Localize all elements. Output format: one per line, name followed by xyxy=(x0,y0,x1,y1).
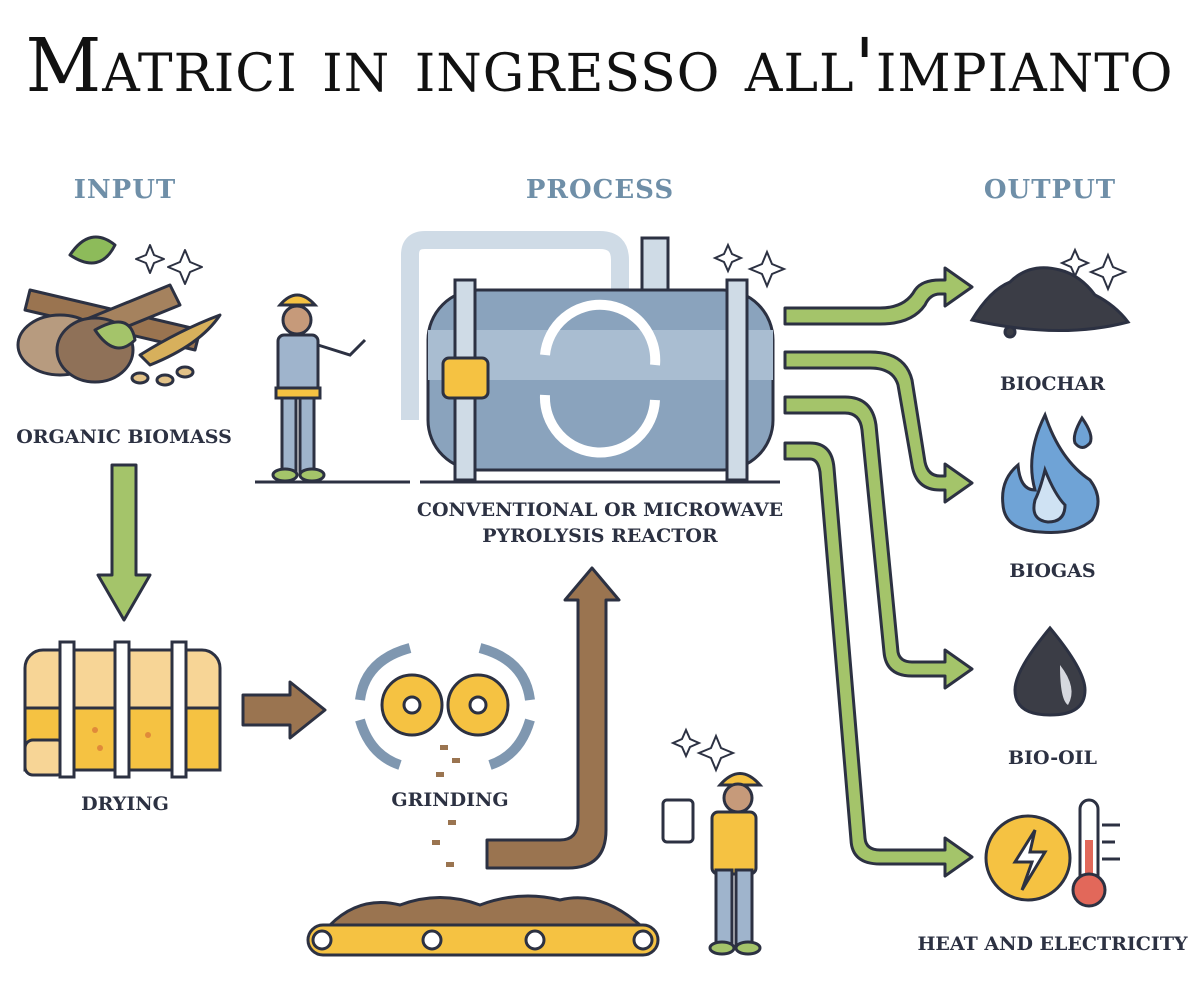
drying-to-grinding-arrow xyxy=(241,680,327,740)
pyrolysis-reactor-illustration xyxy=(401,231,787,484)
output-header: OUTPUT xyxy=(983,175,1117,205)
biochar-illustration xyxy=(969,247,1131,339)
bio-oil-label: BIO-OIL xyxy=(1008,747,1097,769)
input-header: INPUT xyxy=(73,175,177,205)
organic-biomass-label: ORGANIC BIOMASS xyxy=(16,426,232,448)
conveyor-belt xyxy=(306,894,660,957)
biogas-flame-icon xyxy=(1001,411,1100,534)
grinding-label: GRINDING xyxy=(391,789,509,811)
biogas-label: BIOGAS xyxy=(1009,560,1096,582)
reactor-label-line1: CONVENTIONAL OR MICROWAVE xyxy=(416,499,784,521)
heat-electricity-label: HEAT AND ELECTRICITY xyxy=(917,933,1188,955)
page-title: Matrici in ingresso all'impianto xyxy=(25,23,1174,109)
biochar-label: BIOCHAR xyxy=(999,373,1106,395)
grinding-illustration xyxy=(355,643,535,867)
heat-electricity-illustration xyxy=(984,798,1120,908)
arrow-to-biogas xyxy=(783,350,974,504)
arrow-to-heat-electricity xyxy=(783,441,974,878)
arrow-to-bio-oil xyxy=(783,395,974,690)
drying-label: DRYING xyxy=(81,793,169,815)
worker-left-figure xyxy=(255,293,410,484)
reactor-label-line2: PYROLYSIS REACTOR xyxy=(482,525,718,547)
process-header: PROCESS xyxy=(525,175,675,205)
bio-oil-drop-icon xyxy=(1013,625,1087,717)
worker-right-figure xyxy=(661,727,764,956)
grinding-to-reactor-arrow xyxy=(485,566,621,870)
biomass-to-drying-arrow xyxy=(96,463,152,622)
arrow-to-biochar xyxy=(783,266,974,326)
drying-illustration xyxy=(23,640,222,779)
organic-biomass-illustration xyxy=(16,235,222,387)
output-arrows xyxy=(783,266,974,878)
